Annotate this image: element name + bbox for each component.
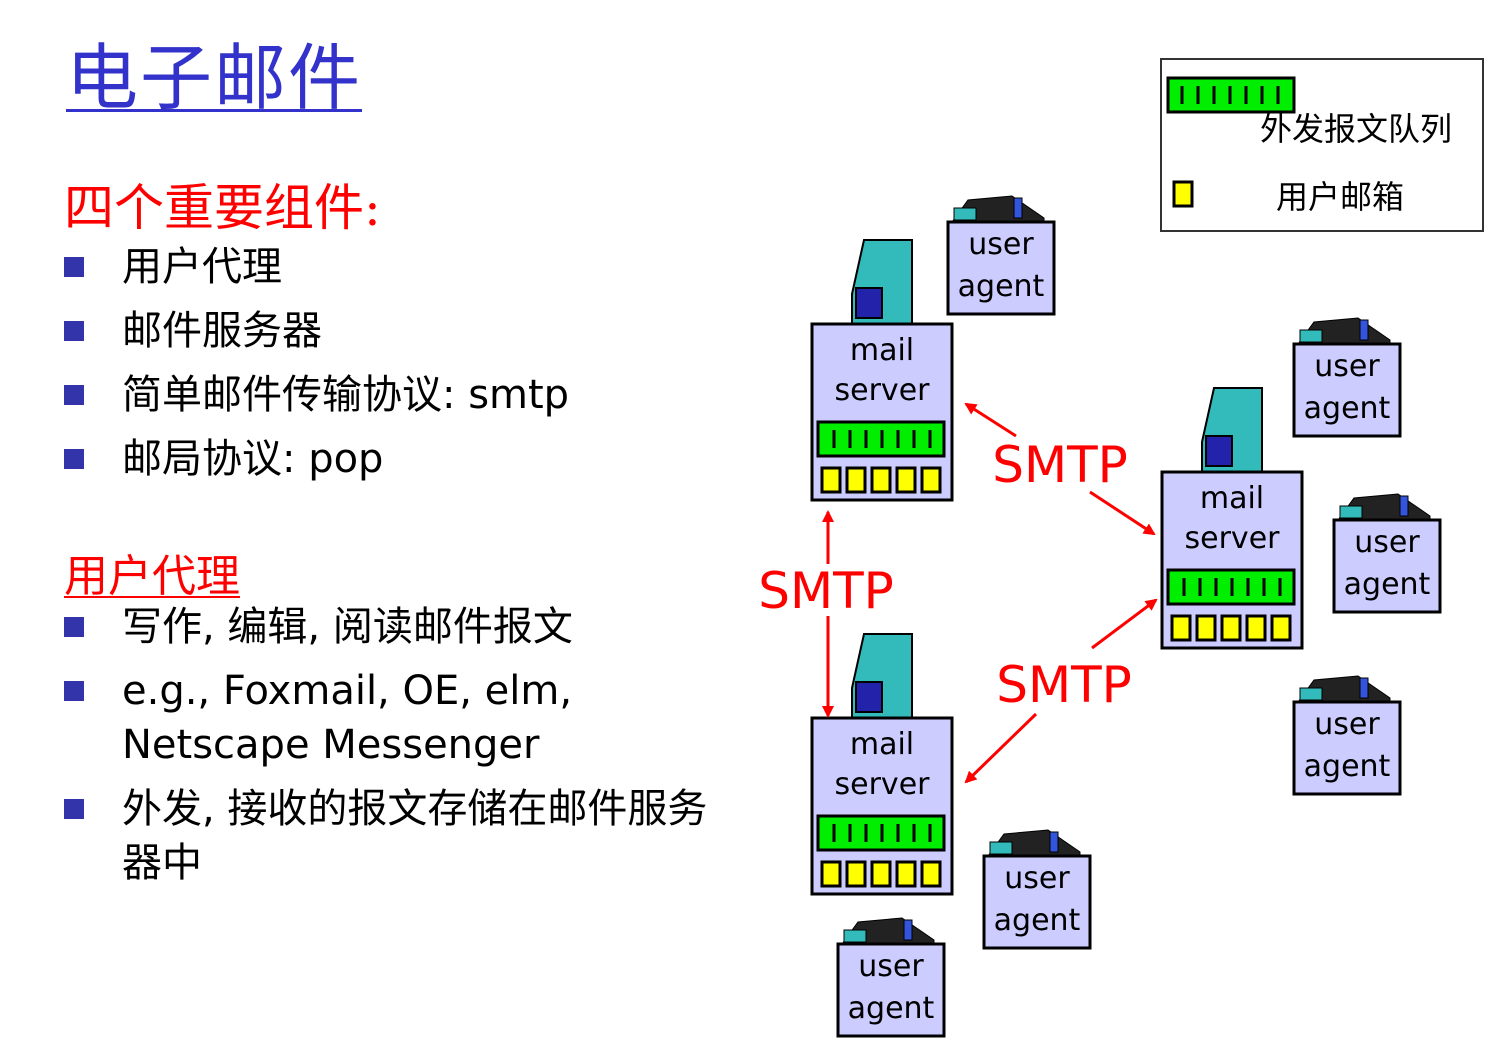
section-heading-user-agent: 用户代理	[64, 551, 240, 602]
bullet-square-icon	[64, 617, 84, 637]
agent-box	[1332, 518, 1442, 614]
list-item: 写作, 编辑, 阅读邮件报文	[64, 600, 724, 654]
user-mailbox-icon	[845, 466, 867, 494]
mailbox-legend-label: 用户邮箱	[1276, 178, 1405, 216]
page-title: 电子邮件	[66, 36, 363, 120]
agent-label-line2: agent	[1304, 391, 1391, 426]
list-item: 外发, 接收的报文存储在邮件服务器中	[64, 782, 724, 890]
bullet-square-icon	[64, 799, 84, 819]
agent-label-line1: user	[1314, 349, 1380, 384]
smtp-label-left: SMTP	[758, 562, 894, 620]
server-label-line2: server	[1185, 521, 1281, 556]
smtp-arrow-to-right	[1089, 490, 1156, 536]
mail-server-bottom: mail server	[810, 633, 954, 896]
user-agent-list: 写作, 编辑, 阅读邮件报文 e.g., Foxmail, OE, elm, N…	[64, 600, 724, 890]
agent-box	[1292, 700, 1402, 796]
agent-label-line2: agent	[848, 991, 935, 1026]
user-mailbox-icon	[845, 860, 867, 888]
list-item: 邮局协议: pop	[64, 432, 569, 486]
agent-box	[946, 220, 1056, 316]
mailbox-legend-icon	[1172, 180, 1194, 208]
bullet-square-icon	[64, 449, 84, 469]
agent-label-line2: agent	[958, 269, 1045, 304]
server-label-line1: mail	[850, 333, 914, 368]
server-drive-icon	[855, 681, 883, 713]
smtp-label-top: SMTP	[992, 436, 1128, 494]
server-label-line2: server	[835, 767, 931, 802]
server-drive-icon	[855, 287, 883, 319]
components-list: 用户代理 邮件服务器 简单邮件传输协议: smtp 邮局协议: pop	[64, 240, 569, 486]
user-mailbox-icon	[820, 860, 842, 888]
agent-box	[982, 854, 1092, 950]
section-heading-components: 四个重要组件:	[64, 179, 381, 237]
bullet-square-icon	[64, 321, 84, 341]
user-mailbox-icon	[1220, 614, 1242, 642]
user-mailbox-icon	[1170, 614, 1192, 642]
user-agent-right-1: user agent	[1292, 317, 1402, 438]
agent-label-line1: user	[1354, 525, 1420, 560]
user-agent-right-3: user agent	[1292, 675, 1402, 796]
smtp-arrow-to-right-lower	[1091, 598, 1158, 650]
user-mailbox-icon	[1195, 614, 1217, 642]
smtp-arrow-to-bottom	[964, 712, 1038, 784]
user-mailbox-icon	[870, 860, 892, 888]
agent-box	[836, 942, 946, 1038]
server-drive-icon	[1205, 435, 1233, 467]
list-item: e.g., Foxmail, OE, elm, Netscape Messeng…	[64, 664, 724, 772]
bullet-square-icon	[64, 257, 84, 277]
smtp-label-bottom: SMTP	[996, 656, 1132, 714]
user-mailbox-icon	[920, 466, 942, 494]
user-mailbox-icon	[1270, 614, 1292, 642]
user-mailbox-icon	[1245, 614, 1267, 642]
user-agent-bottom-2: user agent	[836, 917, 946, 1038]
user-agent-top: user agent	[946, 195, 1056, 316]
list-item: 邮件服务器	[64, 304, 569, 358]
queue-legend-icon	[1166, 76, 1296, 114]
mail-server-top: mail server	[810, 239, 954, 502]
server-label-line1: mail	[850, 727, 914, 762]
user-mailbox-icon	[895, 860, 917, 888]
mail-server-right: mail server	[1160, 387, 1304, 650]
agent-label-line2: agent	[1344, 567, 1431, 602]
server-label-line1: mail	[1200, 481, 1264, 516]
smtp-arrow-to-top	[964, 402, 1017, 438]
list-item: 简单邮件传输协议: smtp	[64, 368, 569, 422]
user-mailbox-icon	[820, 466, 842, 494]
agent-label-line1: user	[1314, 707, 1380, 742]
legend-box: 外发报文队列 用户邮箱	[1160, 58, 1484, 232]
agent-label-line1: user	[968, 227, 1034, 262]
user-mailbox-icon	[870, 466, 892, 494]
agent-box	[1292, 342, 1402, 438]
user-agent-right-2: user agent	[1332, 493, 1442, 614]
server-label-line2: server	[835, 373, 931, 408]
agent-label-line1: user	[858, 949, 924, 984]
user-agent-bottom-1: user agent	[982, 829, 1092, 950]
agent-label-line2: agent	[1304, 749, 1391, 784]
bullet-square-icon	[64, 385, 84, 405]
agent-label-line1: user	[1004, 861, 1070, 896]
list-item: 用户代理	[64, 240, 569, 294]
agent-label-line2: agent	[994, 903, 1081, 938]
queue-legend-label: 外发报文队列	[1260, 110, 1453, 148]
user-mailbox-icon	[895, 466, 917, 494]
bullet-square-icon	[64, 681, 84, 701]
user-mailbox-icon	[920, 860, 942, 888]
